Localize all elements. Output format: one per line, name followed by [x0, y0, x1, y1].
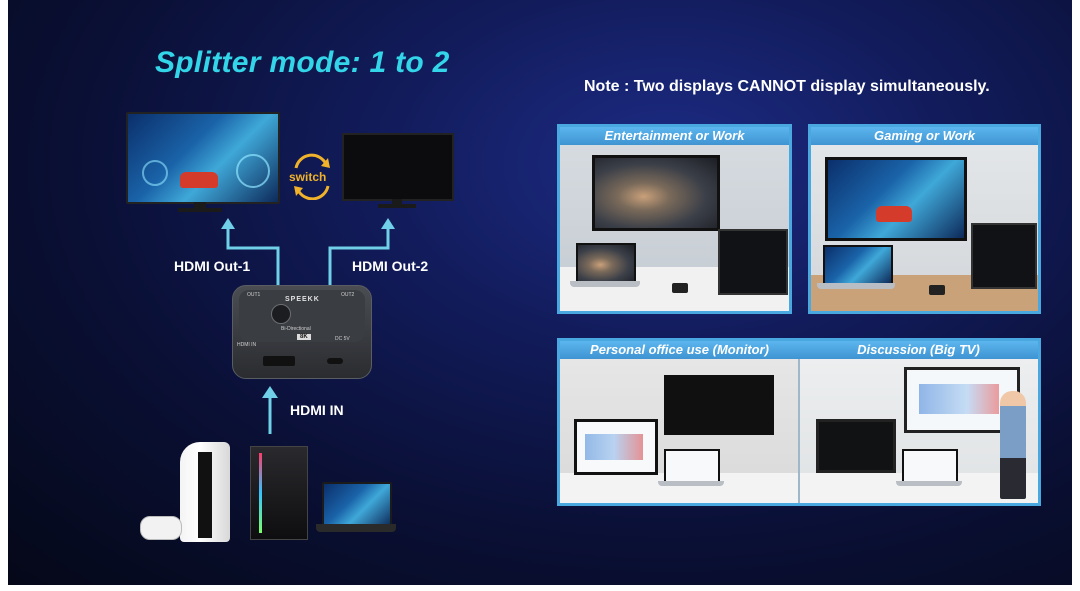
- laptop-base: [316, 524, 396, 532]
- side-monitor-2: [971, 223, 1037, 289]
- scenario-card-2: Gaming or Work: [808, 124, 1041, 314]
- label-hdmi-out2: HDMI Out-2: [352, 258, 429, 274]
- hdmi-splitter-device: OUT1 OUT2 SPEEKK Bi-Directional 8K DC 5V…: [232, 285, 372, 379]
- scenario-card-1: Entertainment or Work: [557, 124, 792, 314]
- controller-icon: [140, 516, 182, 540]
- laptop-icon: [322, 482, 392, 528]
- pc-rgb-strip: [259, 453, 262, 533]
- device-port-in-label: HDMI IN: [237, 342, 257, 348]
- game-monitor: [825, 157, 967, 241]
- divider: [798, 359, 800, 503]
- laptop-base-1: [570, 281, 640, 287]
- device-usb-port: [327, 358, 343, 364]
- globe-graphic-2: [142, 160, 168, 186]
- monitor-out2-stand: [392, 199, 402, 205]
- laptop-base-4: [896, 481, 962, 486]
- monitor-out2: [342, 133, 454, 201]
- switch-label: switch: [289, 170, 327, 184]
- pc-tower-icon: [250, 446, 308, 540]
- presenter-figure: [1000, 391, 1026, 499]
- laptop-screen-2: [823, 245, 893, 285]
- note-text: Note : Two displays CANNOT display simul…: [584, 78, 990, 95]
- monitor-out1-stand: [194, 202, 206, 210]
- globe-graphic: [236, 154, 270, 188]
- side-monitor: [718, 229, 788, 295]
- device-8k-badge: 8K: [297, 334, 311, 340]
- device-top-face: [239, 290, 365, 342]
- arrow-up-icon: [262, 386, 278, 434]
- device-port-out1-label: OUT1: [247, 292, 261, 298]
- mini-splitter: [672, 283, 688, 293]
- scenario-card-4-title: Discussion (Big TV): [799, 341, 1038, 359]
- office-monitor: [574, 419, 658, 475]
- mini-splitter-2: [929, 285, 945, 295]
- arrow-out2-icon: [328, 218, 395, 292]
- wall-tv: [664, 375, 774, 435]
- chart-graphic: [585, 434, 643, 460]
- console-icon: [180, 442, 230, 542]
- laptop-base-2: [817, 283, 895, 289]
- tv-screen: [592, 155, 720, 231]
- meeting-monitor: [816, 419, 896, 473]
- car-graphic-2: [876, 206, 912, 222]
- arrow-out1-icon: [221, 218, 280, 292]
- label-hdmi-out1: HDMI Out-1: [174, 258, 251, 274]
- promo-panel: Splitter mode: 1 to 2 Note : Two display…: [8, 0, 1072, 585]
- monitor-out2-base: [378, 204, 416, 208]
- scenario-card-2-title: Gaming or Work: [811, 127, 1038, 145]
- device-brand: SPEEKK: [285, 296, 320, 303]
- presentation-chart: [919, 384, 999, 414]
- console-core: [198, 452, 212, 538]
- page-title: Splitter mode: 1 to 2: [155, 46, 450, 79]
- label-hdmi-in: HDMI IN: [290, 402, 344, 418]
- laptop-screen: [576, 243, 636, 283]
- monitor-out1: [126, 112, 280, 204]
- monitor-out1-base: [178, 208, 222, 212]
- device-button[interactable]: [271, 304, 291, 324]
- scenario-card-1-title: Entertainment or Work: [560, 127, 789, 145]
- device-hdmi-in-port: [263, 356, 295, 366]
- device-power-label: DC 5V: [335, 336, 350, 342]
- scenario-card-3-title: Personal office use (Monitor): [560, 341, 799, 359]
- office-laptop: [664, 449, 720, 485]
- car-graphic: [180, 172, 218, 188]
- meeting-laptop: [902, 449, 958, 485]
- switch-arrows-icon: [294, 153, 330, 200]
- device-port-out2-label: OUT2: [341, 292, 355, 298]
- scenario-card-3: Personal office use (Monitor) Discussion…: [557, 338, 1041, 506]
- laptop-base-3: [658, 481, 724, 486]
- device-model-text: Bi-Directional: [281, 326, 311, 332]
